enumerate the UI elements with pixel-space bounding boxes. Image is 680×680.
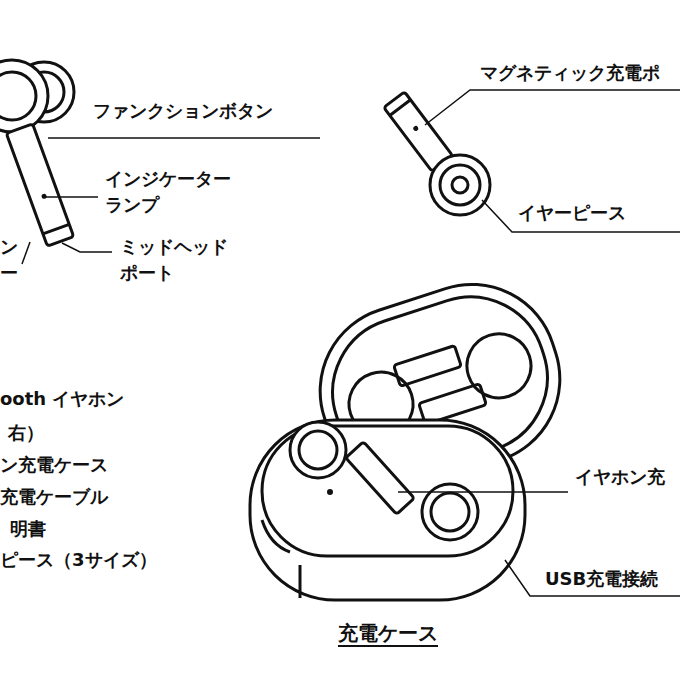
line-art-part <box>299 565 302 598</box>
line-art-part <box>346 442 415 515</box>
line-art-part <box>346 442 415 515</box>
line-art-part <box>452 177 468 193</box>
line-art-part <box>262 426 513 556</box>
line-art-part <box>327 489 333 495</box>
part-label: ピース（3サイズ） <box>0 547 157 573</box>
earbud-left <box>0 60 74 246</box>
part-label: 充電ケーブル <box>0 484 108 510</box>
line-art-part <box>390 100 411 116</box>
line-art-part <box>412 125 419 132</box>
line-art-part <box>43 224 69 234</box>
line-art-part <box>290 422 346 478</box>
part-label: インジケーター ランプ <box>105 166 231 218</box>
line-art-part <box>431 493 469 531</box>
line-art-part <box>482 200 680 232</box>
line-art <box>0 60 582 600</box>
line-art-part <box>0 60 48 132</box>
line-art-part <box>419 384 487 425</box>
part-label: ミッドヘッド ポート <box>120 234 228 286</box>
line-art-part <box>48 137 320 139</box>
line-art-part <box>299 431 337 469</box>
line-art-part <box>505 560 680 596</box>
line-art-part <box>398 491 568 493</box>
line-art-part <box>22 242 30 264</box>
line-art-part <box>250 420 525 600</box>
part-label: ooth イヤホン <box>0 386 124 412</box>
case-base <box>250 420 525 600</box>
part-label: ン ー <box>0 234 18 286</box>
part-label: イヤホン充 <box>575 464 665 490</box>
leader-lines <box>22 90 680 596</box>
line-art-part <box>62 243 112 252</box>
part-label: 右） <box>8 420 44 446</box>
line-art-part <box>262 520 290 552</box>
line-art-part <box>440 165 480 205</box>
part-label: ン充電ケース <box>0 452 108 478</box>
line-art-part <box>6 124 73 246</box>
earbud-right <box>384 92 490 215</box>
line-art-part <box>6 124 73 246</box>
part-label: USB充電接続 <box>545 566 658 592</box>
line-art-part <box>459 326 540 407</box>
line-art-part <box>0 72 36 120</box>
part-label: 明書 <box>10 516 46 542</box>
figure-caption: 充電ケース <box>338 620 438 647</box>
part-label: マグネティック充電ポ <box>480 60 660 86</box>
line-art-part <box>430 155 490 215</box>
line-art-part <box>42 196 98 198</box>
part-label: ファンクションボタン <box>93 98 273 124</box>
line-art-part <box>425 90 680 125</box>
line-art-part <box>394 346 462 387</box>
part-label: イヤーピース <box>518 200 626 226</box>
